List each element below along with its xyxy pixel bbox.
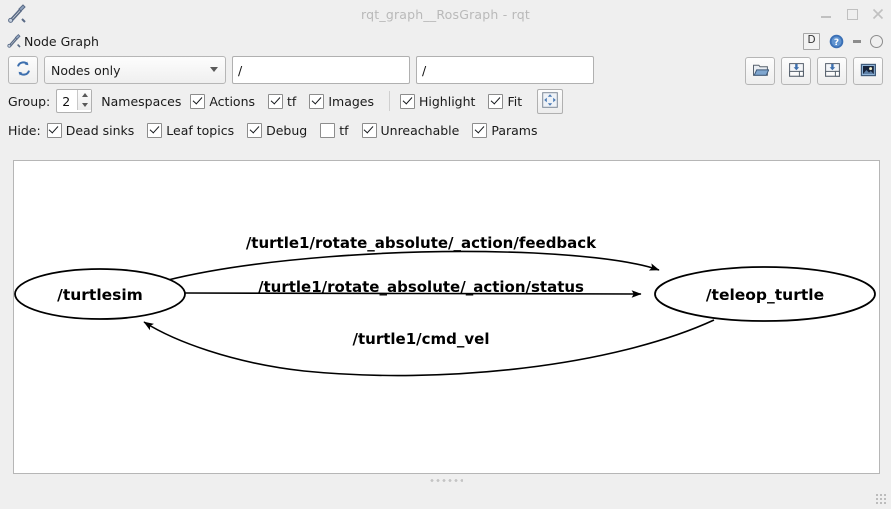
toolbar-actions	[745, 57, 883, 85]
checkbox-dead-sinks[interactable]: Dead sinks	[46, 122, 135, 138]
checkbox-fit-box[interactable]	[488, 93, 504, 109]
checkbox-fit[interactable]: Fit	[488, 93, 523, 109]
window-title: rqt_graph__RosGraph - rqt	[361, 6, 530, 22]
checkbox-images[interactable]: Images	[309, 93, 374, 109]
filter-include-value: /	[238, 62, 243, 78]
checkbox-unreachable-label: Unreachable	[380, 122, 460, 138]
refresh-icon	[15, 60, 32, 80]
checkbox-unreachable-box[interactable]	[361, 122, 377, 138]
checkbox-highlight-box[interactable]	[400, 93, 415, 109]
resize-grip[interactable]	[875, 493, 888, 506]
checkbox-leaf-topics-box[interactable]	[147, 122, 163, 138]
node-graph-canvas[interactable]: /turtlesim /teleop_turtle /turtle1/rotat…	[13, 160, 880, 474]
plugin-title: Node Graph	[24, 33, 99, 49]
chevron-down-icon[interactable]	[81, 103, 88, 107]
plugin-close-icon[interactable]	[870, 34, 883, 48]
checkbox-hide-tf-label: tf	[339, 122, 349, 138]
checkbox-params[interactable]: Params	[472, 122, 538, 138]
node-ellipse-teleop-turtle[interactable]	[654, 266, 876, 322]
node-label-turtlesim: /turtlesim	[57, 286, 143, 304]
group-value: 2	[62, 93, 71, 109]
image-icon	[860, 62, 877, 81]
filter-exclude-value: /	[422, 62, 427, 78]
checkbox-actions[interactable]: Actions	[190, 93, 256, 109]
checkbox-debug-box[interactable]	[247, 122, 263, 138]
checkbox-tf-box[interactable]	[268, 93, 284, 109]
minimize-icon[interactable]	[819, 7, 833, 21]
checkbox-actions-label: Actions	[209, 93, 256, 109]
maximize-icon[interactable]	[845, 7, 859, 21]
checkbox-dead-sinks-label: Dead sinks	[65, 122, 135, 138]
node-label-teleop-turtle: /teleop_turtle	[706, 286, 824, 304]
chevron-down-icon	[210, 67, 218, 72]
checkbox-actions-box[interactable]	[190, 93, 206, 109]
fit-in-view-icon	[542, 91, 558, 111]
save-dot-button[interactable]	[781, 57, 811, 85]
namespaces-label: Namespaces	[101, 93, 182, 109]
save-dot-icon	[788, 62, 805, 81]
save-as-svg-button[interactable]	[817, 57, 847, 85]
plugin-minimize-icon[interactable]	[853, 39, 861, 43]
load-dot-button[interactable]	[745, 57, 775, 85]
edge-path-status	[184, 290, 642, 298]
close-icon[interactable]	[871, 7, 885, 21]
hide-label: Hide:	[8, 122, 41, 138]
checkbox-params-box[interactable]	[472, 122, 488, 138]
toolbar-options: Group: 2 Namespaces Actions tf Images Hi…	[0, 86, 891, 116]
detach-button[interactable]: D	[803, 32, 820, 50]
folder-open-icon	[752, 62, 769, 81]
checkbox-highlight[interactable]: Highlight	[400, 93, 476, 109]
splitter-dots-icon	[428, 478, 463, 482]
toolbar-divider	[389, 91, 390, 111]
svg-text:?: ?	[834, 38, 839, 48]
toolbar-hide: Hide: Dead sinks Leaf topics Debug tf Un…	[0, 116, 891, 144]
fit-in-view-button[interactable]	[537, 88, 564, 114]
refresh-button[interactable]	[8, 56, 38, 84]
filter-exclude-input[interactable]: /	[416, 56, 594, 84]
graph-node-turtlesim[interactable]: /turtlesim	[14, 268, 186, 320]
checkbox-tf[interactable]: tf	[268, 93, 297, 109]
help-circle-icon[interactable]: ?	[829, 34, 844, 49]
edge-label-feedback: /turtle1/rotate_absolute/_action/feedbac…	[246, 234, 597, 252]
checkbox-leaf-topics[interactable]: Leaf topics	[147, 122, 235, 138]
window-controls	[819, 0, 885, 28]
node-ellipse-turtlesim[interactable]	[14, 268, 186, 320]
splitter-handle[interactable]	[0, 474, 891, 486]
checkbox-hide-tf-box[interactable]	[320, 122, 336, 138]
window-titlebar: rqt_graph__RosGraph - rqt	[0, 0, 891, 28]
checkbox-tf-label: tf	[287, 93, 297, 109]
save-image-button[interactable]	[853, 57, 883, 85]
checkbox-hide-tf[interactable]: tf	[320, 122, 349, 138]
filter-include-input[interactable]: /	[232, 56, 410, 84]
checkbox-images-box[interactable]	[309, 93, 325, 109]
graph-type-select[interactable]: Nodes only	[44, 56, 226, 84]
checkbox-images-label: Images	[328, 93, 374, 109]
graph-node-teleop-turtle[interactable]: /teleop_turtle	[654, 266, 876, 322]
graph-svg: /turtlesim /teleop_turtle /turtle1/rotat…	[14, 234, 876, 377]
checkbox-highlight-label: Highlight	[419, 93, 476, 109]
checkbox-dead-sinks-box[interactable]	[46, 122, 62, 138]
group-label: Group:	[8, 93, 51, 109]
edge-label-status: /turtle1/rotate_absolute/_action/status	[258, 278, 584, 296]
checkbox-unreachable[interactable]: Unreachable	[361, 122, 460, 138]
plugin-header: Node Graph D ?	[0, 28, 891, 54]
edge-label-cmd-vel: /turtle1/cmd_vel	[353, 330, 490, 348]
checkbox-debug[interactable]: Debug	[247, 122, 308, 138]
checkbox-debug-label: Debug	[266, 122, 308, 138]
plugin-header-controls: D ?	[803, 28, 883, 54]
group-stepper-arrows[interactable]	[77, 90, 92, 110]
wrench-screwdriver-icon	[6, 33, 22, 49]
wrench-screwdriver-icon	[6, 3, 28, 25]
edge-path-feedback	[167, 250, 660, 281]
edge-path-cmd-vel	[143, 319, 715, 377]
toolbar-primary: Nodes only / /	[0, 54, 891, 86]
checkbox-fit-label: Fit	[507, 93, 523, 109]
graph-type-value: Nodes only	[51, 62, 121, 78]
save-svg-icon	[824, 62, 841, 81]
checkbox-params-label: Params	[491, 122, 538, 138]
checkbox-leaf-topics-label: Leaf topics	[166, 122, 235, 138]
group-stepper[interactable]: 2	[56, 89, 93, 113]
chevron-up-icon[interactable]	[81, 93, 88, 97]
